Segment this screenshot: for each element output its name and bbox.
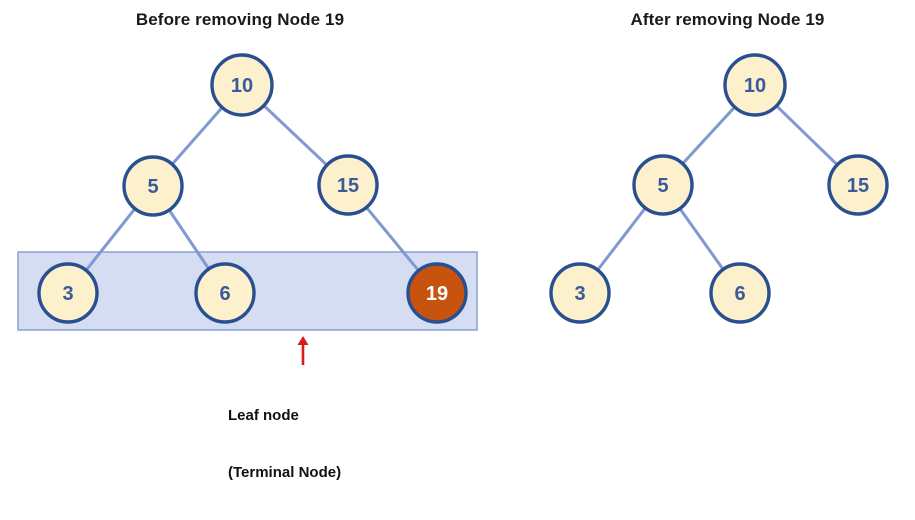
tree-edge-before-5-6 <box>168 209 210 270</box>
leaf-pointer-arrow-head <box>297 336 309 345</box>
tree-node-label-after-15: 15 <box>847 175 869 197</box>
tree-edge-before-10-15 <box>263 104 328 166</box>
tree-node-circle-after-3 <box>549 262 611 324</box>
tree-node-label-before-5: 5 <box>147 176 158 198</box>
tree-edge-layer <box>85 104 838 272</box>
tree-node-label-before-19: 19 <box>426 283 448 305</box>
tree-node-circle-before-6 <box>194 262 256 324</box>
tree-node-circle-before-15 <box>317 154 379 216</box>
binary-tree-graphics: 10 5 15 3 6 19 10 5 15 3 6 <box>17 53 889 365</box>
tree-node-after-10[interactable]: 10 <box>723 53 787 117</box>
tree-node-label-before-6: 6 <box>219 283 230 305</box>
tree-node-label-before-3: 3 <box>62 283 73 305</box>
tree-edge-after-5-3 <box>596 207 647 271</box>
tree-node-before-6[interactable]: 6 <box>194 262 256 324</box>
tree-edge-after-10-15 <box>775 105 838 166</box>
tree-node-label-after-3: 3 <box>574 283 585 305</box>
diagram-canvas: Before removing Node 19 After removing N… <box>17 10 889 481</box>
tree-node-label-after-10: 10 <box>744 75 766 97</box>
tree-node-circle-after-10 <box>723 53 787 117</box>
tree-node-before-10[interactable]: 10 <box>210 53 274 117</box>
tree-node-circle-before-5 <box>122 155 184 217</box>
tree-node-label-before-10: 10 <box>231 75 253 97</box>
panel-title-before: Before removing Node 19 <box>135 10 345 29</box>
tree-node-circle-before-3 <box>37 262 99 324</box>
tree-node-label-after-5: 5 <box>657 175 668 197</box>
tree-edge-before-5-3 <box>85 207 136 272</box>
annotation-arrow-layer <box>297 336 309 365</box>
tree-node-circle-after-5 <box>632 154 694 216</box>
tree-node-before-15[interactable]: 15 <box>317 154 379 216</box>
tree-node-after-15[interactable]: 15 <box>827 154 889 216</box>
leaf-node-annotation: Leaf node (Terminal Node) <box>228 368 341 520</box>
tree-edge-before-10-5 <box>171 106 224 165</box>
tree-node-after-6[interactable]: 6 <box>709 262 771 324</box>
tree-edge-before-15-19 <box>365 206 420 272</box>
tree-node-after-3[interactable]: 3 <box>549 262 611 324</box>
tree-node-before-5[interactable]: 5 <box>122 155 184 217</box>
tree-node-label-after-6: 6 <box>734 283 745 305</box>
tree-node-label-before-15: 15 <box>337 175 359 197</box>
panel-title-after: After removing Node 19 <box>630 10 825 29</box>
tree-edge-after-5-6 <box>678 207 725 271</box>
tree-node-circle-after-15 <box>827 154 889 216</box>
tree-node-layer: 10 5 15 3 6 19 10 5 15 3 6 <box>37 53 889 324</box>
tree-node-circle-before-10 <box>210 53 274 117</box>
tree-node-before-3[interactable]: 3 <box>37 262 99 324</box>
tree-node-circle-before-19 <box>406 262 468 324</box>
tree-node-after-5[interactable]: 5 <box>632 154 694 216</box>
tree-node-before-19[interactable]: 19 <box>406 262 468 324</box>
tree-edge-after-10-5 <box>681 106 736 165</box>
leaf-node-annotation-line2: (Terminal Node) <box>228 464 342 481</box>
tree-node-circle-after-6 <box>709 262 771 324</box>
leaf-node-annotation-line1: Leaf node <box>228 407 299 424</box>
